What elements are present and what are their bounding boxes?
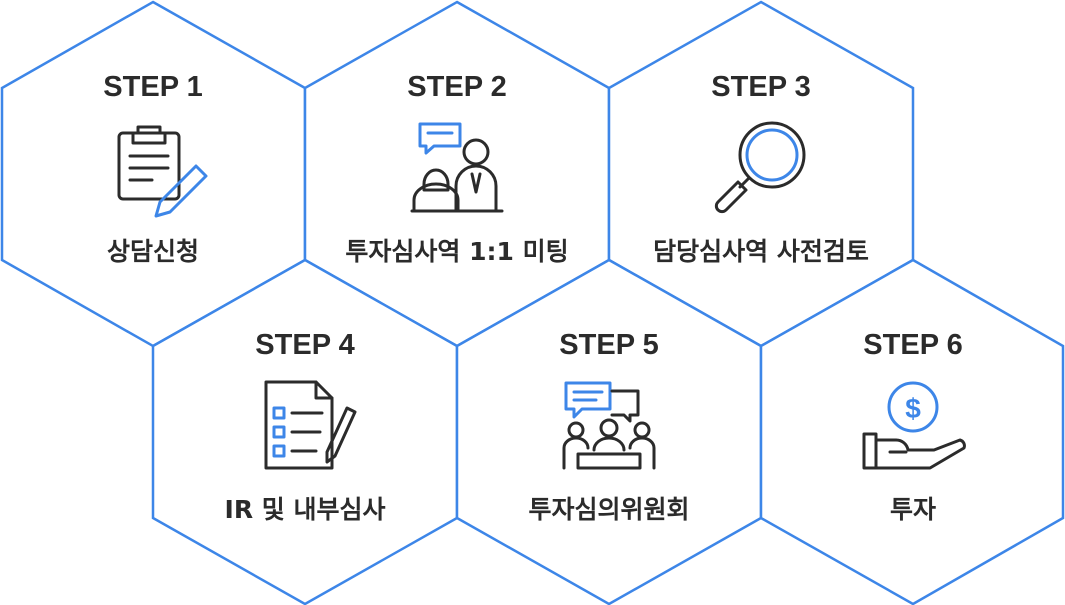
checklist-document-icon xyxy=(264,380,357,470)
step-6-hexagon: STEP 6 $ 투자 xyxy=(759,258,1065,605)
step-2-title: STEP 2 xyxy=(407,71,506,103)
step-4-label: IR 및 내부심사 xyxy=(225,495,386,524)
step-4-title: STEP 4 xyxy=(255,329,354,361)
step-3-hexagon: STEP 3 담당심사역 사전검토 xyxy=(607,0,915,348)
clipboard-pencil-icon xyxy=(117,125,208,218)
step-3-label: 담당심사역 사전검토 xyxy=(653,237,869,266)
committee-discussion-icon xyxy=(562,381,656,470)
magnifier-icon xyxy=(714,121,806,214)
step-3-title: STEP 3 xyxy=(711,71,810,103)
step-5-label: 투자심의위원회 xyxy=(528,495,689,524)
step-2-label: 투자심사역 1:1 미팅 xyxy=(345,237,568,266)
step-5-title: STEP 5 xyxy=(559,329,658,361)
step-5-hexagon: STEP 5 투자심의위원회 xyxy=(455,258,763,605)
step-1-title: STEP 1 xyxy=(103,71,202,103)
dollar-hand-icon: $ xyxy=(862,381,966,470)
step-6-title: STEP 6 xyxy=(863,329,962,361)
step-1-label: 상담신청 xyxy=(107,237,199,266)
meeting-people-icon xyxy=(410,122,504,213)
step-4-hexagon: STEP 4 IR 및 내부심사 xyxy=(151,258,459,605)
step-1-hexagon: STEP 1 상담신청 xyxy=(0,0,307,348)
svg-text:$: $ xyxy=(905,393,921,424)
step-6-label: 투자 xyxy=(890,495,936,524)
